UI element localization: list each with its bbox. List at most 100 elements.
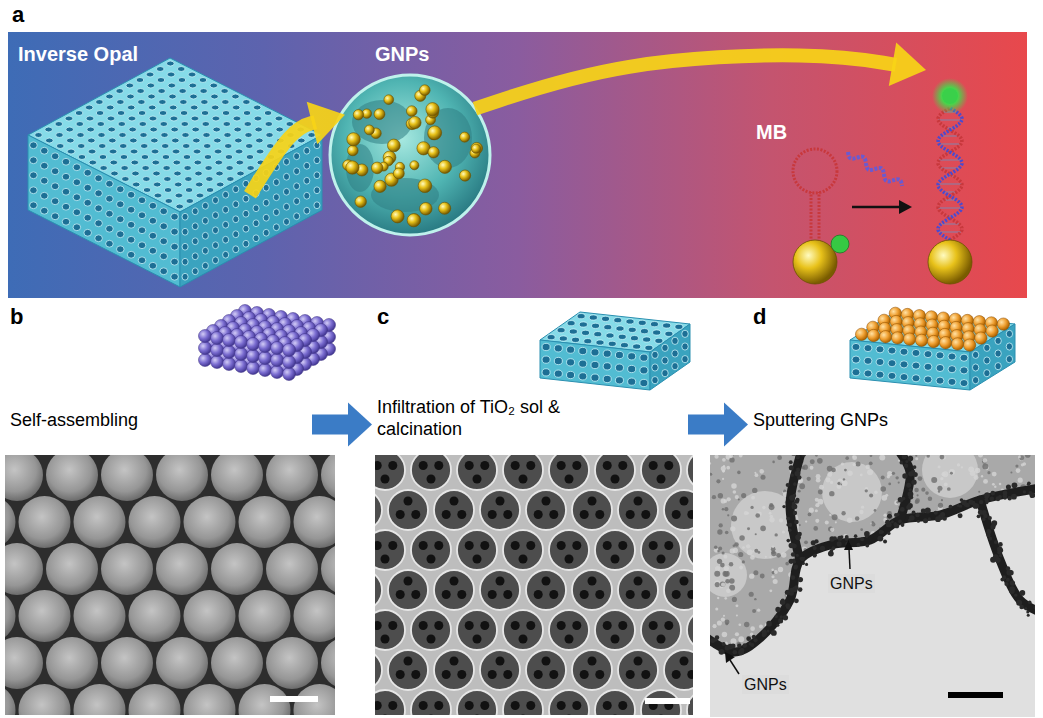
tem-grain — [921, 488, 925, 492]
tem-grain — [769, 503, 773, 507]
polystyrene-sphere — [247, 338, 260, 351]
gold-nanoparticle — [1004, 582, 1008, 586]
pore-hole — [99, 155, 107, 160]
pore-hole — [172, 149, 180, 154]
tem-grain — [904, 554, 906, 556]
pore-hole — [182, 213, 188, 220]
fluorescence-glow — [932, 78, 968, 114]
interconnecting-window — [580, 510, 589, 519]
pore-hole — [591, 361, 599, 368]
colloid-sphere — [129, 590, 181, 642]
tem-grain — [932, 634, 934, 636]
interconnecting-window — [404, 497, 413, 506]
interconnecting-window — [657, 715, 666, 716]
tem-grain — [923, 524, 927, 528]
text-slot: Self-assembling — [10, 410, 138, 432]
tem-grain — [942, 640, 945, 643]
pore-hole — [116, 216, 124, 223]
block-front-face — [850, 340, 970, 390]
colloid-sphere — [46, 543, 98, 595]
tem-grain — [752, 488, 757, 493]
pore-hole — [995, 337, 1001, 344]
tem-grain — [978, 529, 980, 531]
tem-grain — [755, 533, 757, 535]
text-slot: a — [12, 2, 24, 28]
gold-nanoparticle — [364, 125, 374, 135]
pore-hole — [78, 155, 86, 160]
pore-hole — [628, 353, 636, 360]
pore-hole — [232, 94, 240, 99]
pore-hole — [182, 273, 188, 280]
macropore — [526, 570, 566, 610]
macropore — [480, 570, 520, 610]
tem-grain — [886, 630, 889, 633]
tem-grain — [817, 617, 823, 623]
interconnecting-window — [572, 461, 581, 470]
tem-grain — [905, 621, 909, 625]
colloid-sphere — [184, 496, 236, 548]
interconnecting-window — [427, 635, 436, 644]
pore-hole — [224, 133, 232, 138]
pore-hole — [638, 320, 646, 325]
tem-grain — [742, 546, 745, 549]
tem-grain — [987, 471, 990, 474]
tem-grain — [898, 546, 902, 550]
gold-nanoparticle — [393, 168, 404, 179]
interconnecting-window — [465, 461, 474, 470]
pore-hole — [137, 89, 145, 94]
step-caption: Self-assembling — [10, 410, 138, 432]
tem-grain — [722, 632, 728, 638]
gold-nanoparticle — [798, 577, 803, 582]
tem-grain — [749, 573, 754, 578]
interconnecting-window — [580, 590, 589, 599]
tem-grain — [886, 553, 890, 557]
pore-hole — [912, 375, 920, 382]
pore-hole — [253, 105, 261, 110]
pore-hole — [223, 236, 229, 243]
interconnecting-window — [680, 577, 689, 586]
tem-grain — [981, 539, 986, 544]
tem-grain — [754, 549, 758, 553]
tem-grain — [997, 635, 1000, 638]
pore-hole — [160, 223, 168, 230]
interconnecting-window — [473, 715, 482, 716]
gold-nanoparticle — [906, 483, 911, 488]
pore-hole — [160, 208, 168, 215]
tem-grain — [841, 627, 843, 629]
colloid-sphere — [321, 637, 335, 689]
interconnecting-window — [565, 475, 574, 484]
tem-grain — [724, 499, 728, 503]
tem-grain — [867, 469, 873, 475]
colloid-sphere — [5, 543, 43, 595]
tem-grain — [822, 564, 825, 567]
tem-grain — [1001, 604, 1004, 607]
pore-hole — [626, 319, 634, 324]
tem-dense-region — [710, 455, 1035, 655]
tem-grain — [873, 634, 879, 640]
interconnecting-window — [411, 670, 420, 679]
pore-hole — [127, 94, 135, 99]
tem-grain — [957, 637, 962, 642]
gold-nanoparticle — [794, 585, 798, 589]
gold-nanoparticle — [789, 460, 793, 464]
pore-hole — [116, 201, 124, 208]
macropore — [687, 610, 693, 650]
tem-grain — [922, 615, 925, 618]
tem-grain — [721, 583, 725, 587]
pore-with-nanoparticles — [330, 75, 490, 235]
tem-grain — [825, 628, 830, 633]
colloid-sphere — [129, 496, 181, 548]
colloid-sphere — [294, 590, 336, 642]
tem-grain — [1031, 582, 1035, 586]
pore-shell — [330, 75, 490, 235]
tem-grain — [1018, 478, 1023, 483]
pore-hole — [1006, 330, 1012, 337]
tem-grain — [954, 523, 956, 525]
tem-grain — [725, 531, 729, 535]
tem-grain — [738, 636, 744, 642]
interconnecting-window — [588, 497, 597, 506]
tem-grain — [845, 456, 849, 460]
tem-grain — [969, 572, 974, 577]
gold-nanoparticle — [1010, 580, 1015, 585]
tem-grain — [722, 551, 725, 554]
